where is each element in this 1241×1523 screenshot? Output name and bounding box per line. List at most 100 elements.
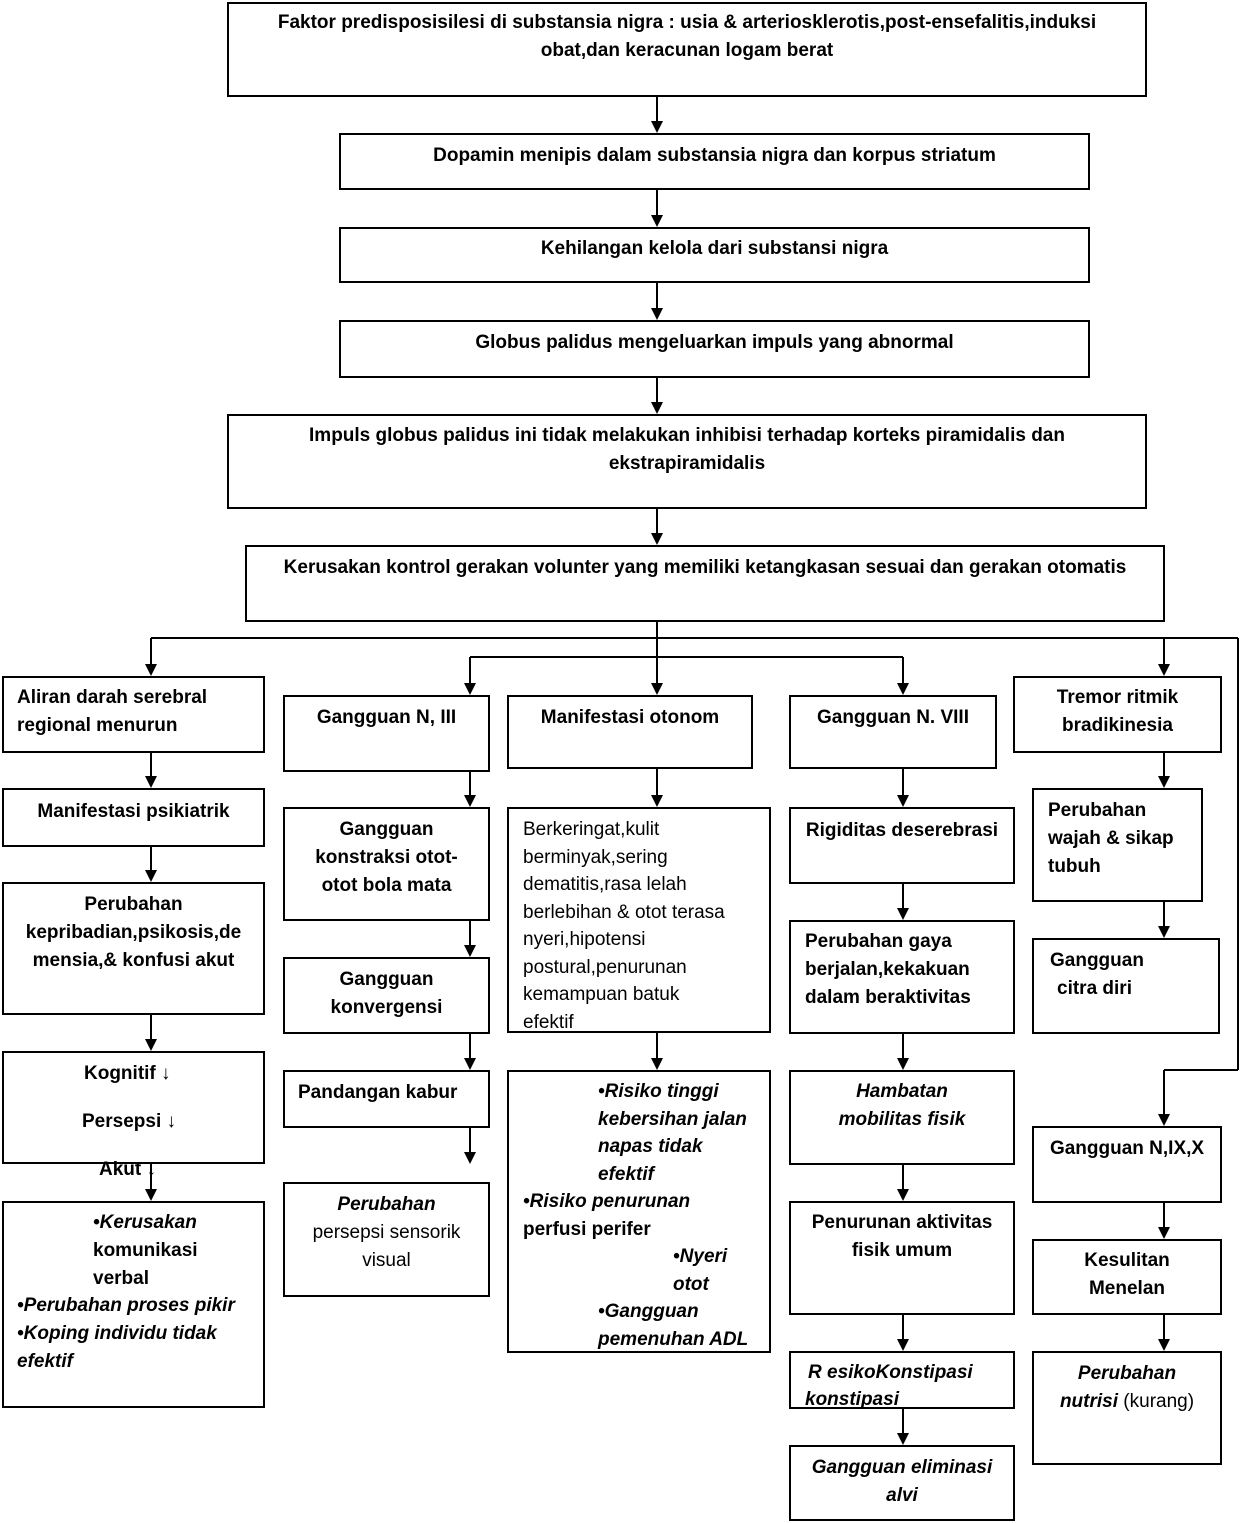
box-gangguan-n8 (789, 695, 997, 769)
text-impuls-line1: Impuls globus palidus ini tidak melakuka… (309, 425, 1065, 446)
text-dx3-napas: napas tidak (598, 1136, 703, 1157)
arrowhead-60 (1158, 776, 1170, 788)
text-wajah-line3: tubuh (1048, 856, 1101, 877)
text-menelan-line1: Kesulitan (1084, 1250, 1170, 1271)
text-citra-line2: citra diri (1057, 978, 1132, 999)
arrowhead-52 (897, 1058, 909, 1070)
text-gangguan-n8: Gangguan N. VIII (816, 707, 969, 728)
text-menelan-line2: Menelan (1088, 1278, 1166, 1299)
text-tremor-line1: Tremor ritmik (1056, 687, 1179, 708)
text-gangguan-n3: Gangguan N, III (316, 707, 457, 728)
arrowhead-50 (897, 908, 909, 920)
text-gaya-line2: berjalan,kekakuan (805, 959, 970, 980)
arrowhead-66 (1158, 1339, 1170, 1351)
text-hambatan-line2: mobilitas fisik (838, 1109, 966, 1130)
arrowhead-38 (464, 945, 476, 957)
box-pandangan-kabur (283, 1070, 490, 1128)
text-kepribadian-line1: Perubahan (84, 894, 183, 915)
box-globus-palidus (339, 320, 1090, 378)
text-faktor-line2: obat,dan keracunan logam berat (540, 40, 834, 61)
box-diagnosa-kognitif (2, 1201, 265, 1408)
box-risiko-konstipasi (789, 1351, 1015, 1409)
text-kepribadian-line3: mensia,& konfusi akut (32, 950, 235, 971)
box-aliran-darah (2, 676, 265, 753)
text-aktivitas-line1: Penurunan aktivitas (811, 1212, 993, 1233)
arrowhead-5 (651, 308, 663, 320)
text-persepsi-visual-line1: Perubahan (337, 1194, 436, 1215)
text-dx1-verbal: verbal (93, 1268, 149, 1289)
arrowhead-44 (651, 795, 663, 807)
box-kognitif-persepsi (2, 1051, 265, 1164)
arrowhead-19 (1158, 1114, 1170, 1126)
text-wajah-line1: Perubahan (1048, 800, 1147, 821)
arrowhead-32 (145, 1039, 157, 1051)
text-dx1-kerusakan: •Kerusakan (93, 1212, 197, 1233)
box-perubahan-kepribadian (2, 882, 265, 1015)
arrowhead-64 (1158, 1227, 1170, 1239)
text-nutrisi-line2: nutrisi (kurang) (1032, 1388, 1222, 1416)
text-gejala-line7: kemampuan batuk (523, 984, 680, 1005)
text-gaya-line3: dalam beraktivitas (805, 987, 971, 1008)
box-gangguan-n9-10 (1032, 1126, 1222, 1203)
box-gangguan-citra-diri (1032, 938, 1220, 1034)
text-dx3-otot: otot (673, 1274, 709, 1295)
text-dx1-proses-pikir: •Perubahan proses pikir (17, 1295, 235, 1316)
box-hambatan-mobilitas (789, 1070, 1015, 1165)
text-nutrisi-line1: Perubahan (1077, 1363, 1177, 1384)
text-tremor-line2: bradikinesia (1062, 715, 1173, 736)
text-hambatan-line1: Hambatan (856, 1081, 948, 1102)
text-wajah-line2: wajah & sikap (1048, 828, 1174, 849)
text-akut: Akut ↓ (99, 1159, 156, 1180)
text-konvergensi-line1: Gangguan (339, 969, 434, 990)
text-dx3-kebersihan: kebersihan jalan (598, 1109, 747, 1130)
text-nutrisi-italic: nutrisi (1059, 1391, 1119, 1412)
text-dx1-koping: •Koping individu tidak (17, 1323, 217, 1344)
arrowhead-54 (897, 1189, 909, 1201)
arrowhead-34 (145, 1189, 157, 1201)
box-perubahan-persepsi-visual (283, 1182, 490, 1297)
arrowhead-7 (651, 402, 663, 414)
text-manifestasi-psikiatrik: Manifestasi psikiatrik (37, 801, 230, 822)
text-gaya-line1: Perubahan gaya (805, 931, 952, 952)
box-rigiditas (789, 807, 1015, 884)
arrowhead-9 (651, 533, 663, 545)
text-dx3-risiko-penurunan: •Risiko penurunan (523, 1191, 691, 1212)
box-gejala-otonom (507, 807, 771, 1033)
box-dopamin (339, 133, 1090, 190)
arrowhead-21 (651, 683, 663, 695)
text-pandangan-kabur: Pandangan kabur (298, 1082, 458, 1103)
box-diagnosa-otonom (507, 1070, 771, 1353)
text-dx3-gangguan: •Gangguan (598, 1301, 699, 1322)
arrowhead-30 (145, 870, 157, 882)
arrowhead-24 (464, 683, 476, 695)
text-dx3-adl: pemenuhan ADL (598, 1329, 749, 1350)
text-eliminasi-line2: alvi (886, 1485, 918, 1506)
text-impuls-line2: ekstrapiramidalis (608, 453, 766, 474)
box-manifestasi-psikiatrik (2, 788, 265, 847)
arrowhead-28 (145, 776, 157, 788)
text-faktor-line1: Faktor predisposisilesi di substansia ni… (277, 12, 1097, 33)
text-konstipasi-line1: R esikoKonstipasi (808, 1362, 973, 1383)
text-konstipasi-line2: konstipasi (805, 1389, 899, 1410)
text-rigiditas: Rigiditas deserebrasi (805, 820, 999, 841)
text-gejala-line6: postural,penurunan (523, 957, 687, 978)
text-persepsi-visual-line2: persepsi sensorik (312, 1222, 461, 1243)
arrowhead-13 (145, 664, 157, 676)
text-persepsi: Persepsi ↓ (82, 1111, 176, 1132)
box-perubahan-gaya-berjalan (789, 920, 1015, 1034)
text-gejala-line4: berlebihan & otot terasa (523, 902, 725, 923)
text-kerusakan-kontrol: Kerusakan kontrol gerakan volunter yang … (283, 557, 1127, 578)
box-tremor (1013, 676, 1222, 753)
text-gejala-line1: Berkeringat,kulit (523, 819, 660, 840)
arrowhead-40 (464, 1058, 476, 1070)
text-persepsi-visual-line3: visual (362, 1250, 411, 1271)
text-konvergensi-line2: konvergensi (330, 997, 443, 1018)
text-kognitif: Kognitif ↓ (84, 1063, 171, 1084)
text-globus-palidus: Globus palidus mengeluarkan impuls yang … (475, 332, 954, 353)
text-manifestasi-otonom: Manifestasi otonom (540, 707, 720, 728)
text-kepribadian-line2: kepribadian,psikosis,de (25, 922, 242, 943)
text-gejala-line3: dematitis,rasa lelah (523, 874, 687, 895)
text-gejala-line5: nyeri,hipotensi (523, 929, 646, 950)
arrowhead-1 (651, 121, 663, 133)
text-dopamin: Dopamin menipis dalam substansia nigra d… (433, 145, 996, 166)
